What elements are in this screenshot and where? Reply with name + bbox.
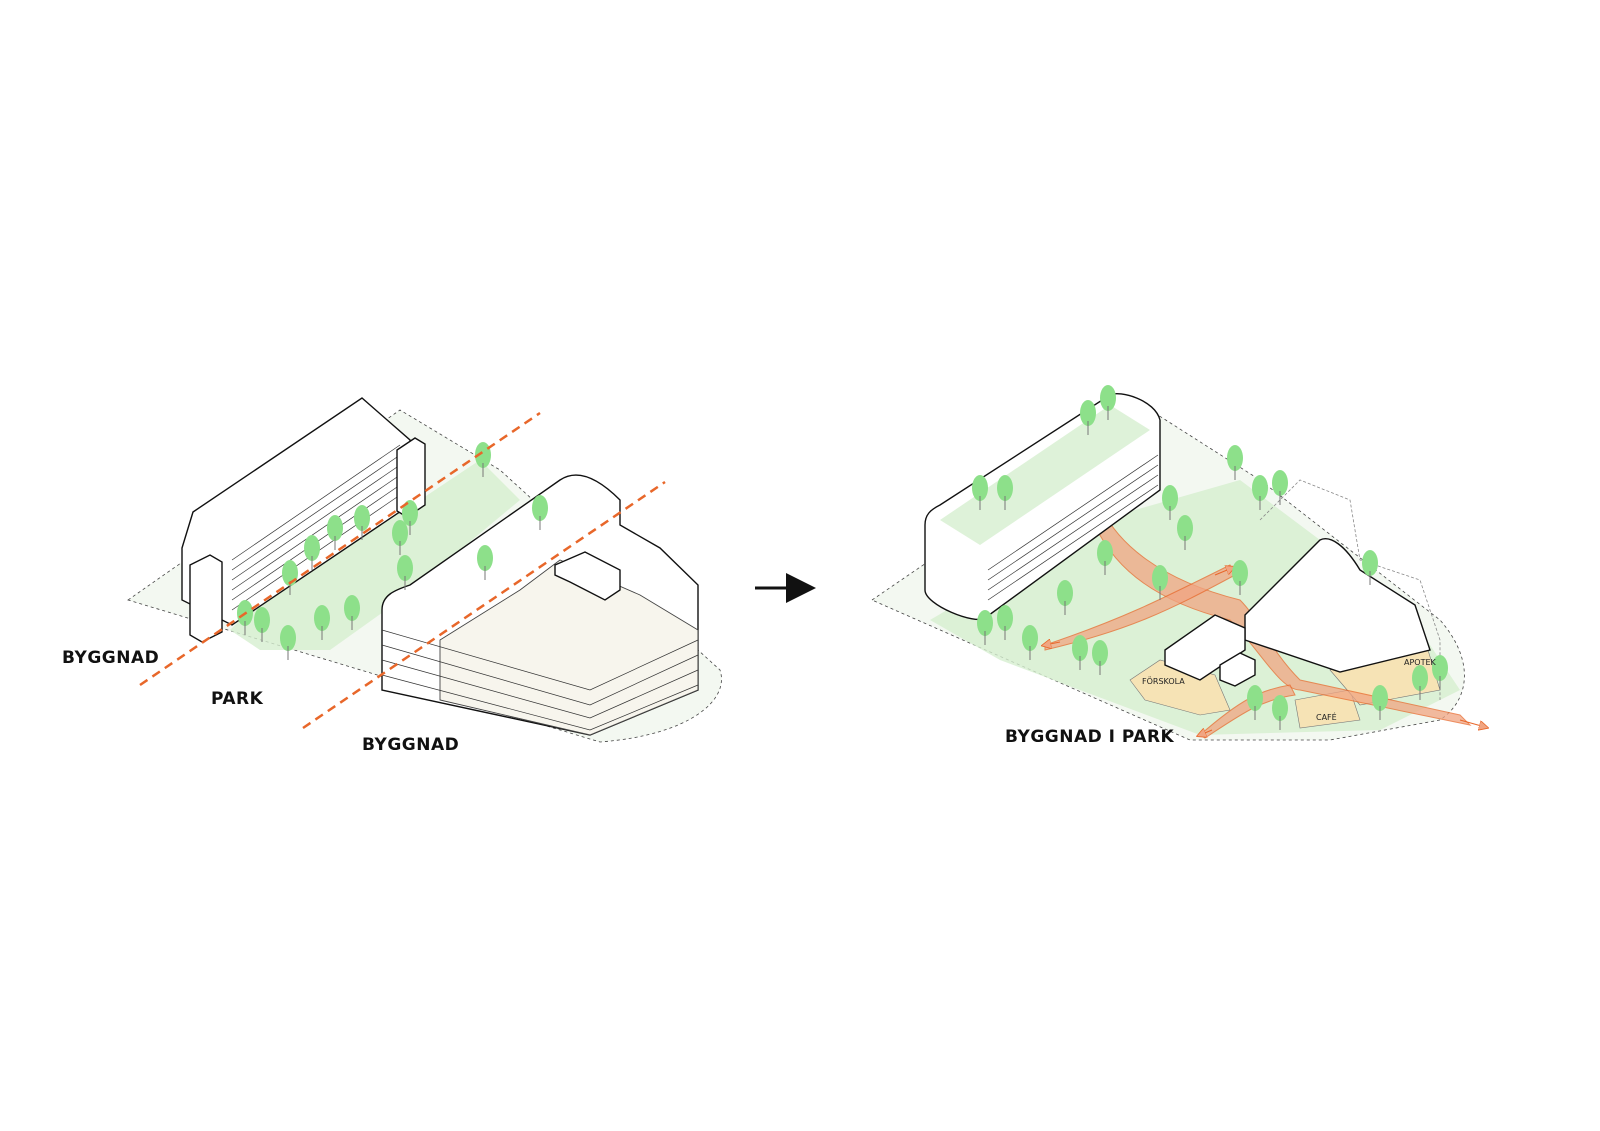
right-diagram: FÖRSKOLA CAFÉ APOTEK BYGGNAD I PARK xyxy=(871,384,1485,747)
label-building-bottom: BYGGNAD xyxy=(362,735,459,755)
block-building xyxy=(381,474,699,736)
existing-building-outline xyxy=(1259,479,1441,700)
cut-line-2 xyxy=(302,480,666,730)
label-pharmacy: APOTEK xyxy=(1404,658,1437,667)
label-building-in-park: BYGGNAD I PARK xyxy=(1005,727,1175,747)
label-preschool: FÖRSKOLA xyxy=(1142,676,1185,686)
slab-building xyxy=(181,397,426,643)
label-park: PARK xyxy=(211,689,264,709)
cut-line-1 xyxy=(139,411,541,687)
label-cafe: CAFÉ xyxy=(1316,711,1337,722)
block-building-right xyxy=(1164,538,1431,687)
park-greenery xyxy=(230,460,520,650)
left-diagram: BYGGNAD PARK BYGGNAD xyxy=(62,397,722,755)
label-building-top: BYGGNAD xyxy=(62,648,159,668)
slab-building-right xyxy=(924,393,1161,621)
